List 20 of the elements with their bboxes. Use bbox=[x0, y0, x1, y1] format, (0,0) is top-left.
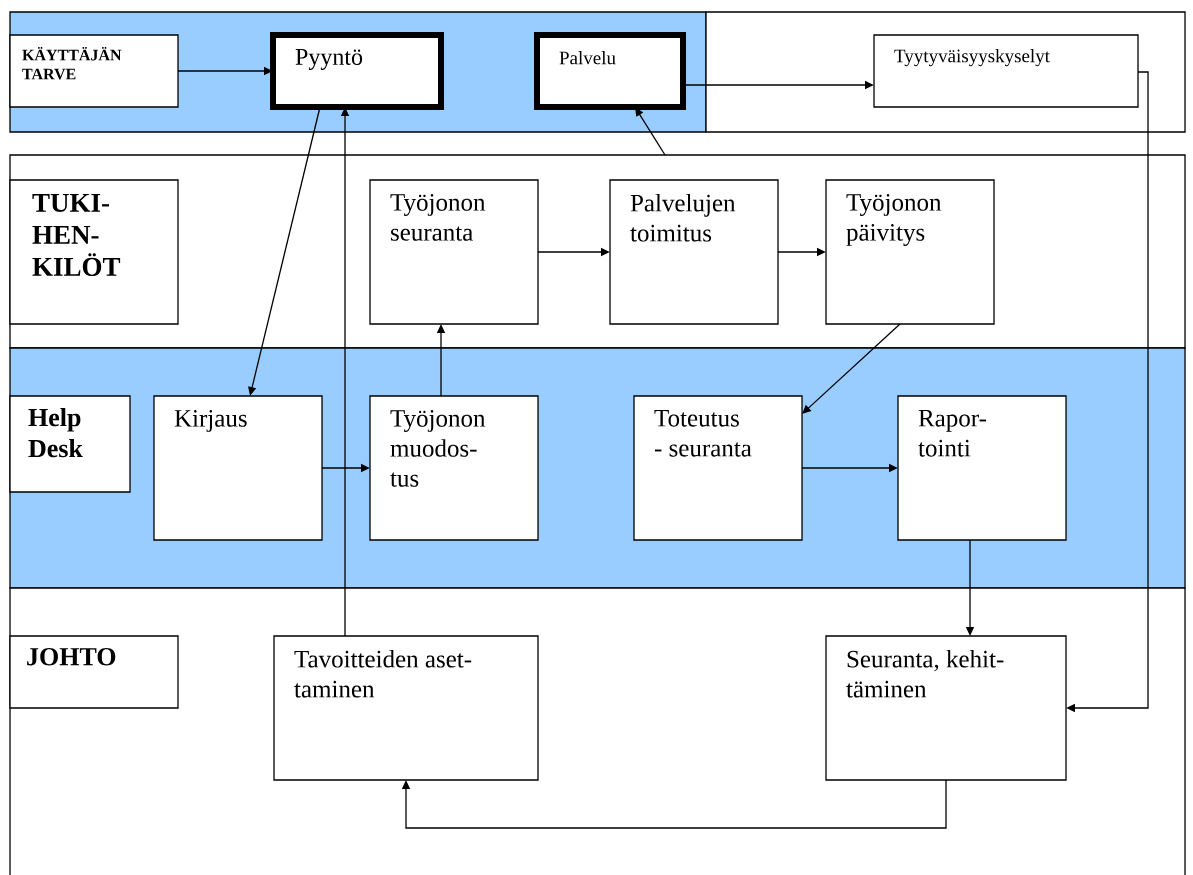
process-box: Työjonon muodos- tus bbox=[369, 395, 539, 541]
process-box: TUKI- HEN- KILÖT bbox=[9, 179, 179, 325]
process-box: Palvelu bbox=[534, 32, 686, 110]
process-box: Pyyntö bbox=[270, 32, 444, 110]
process-box: Help Desk bbox=[9, 395, 131, 493]
process-box: KÄYTTÄJÄN TARVE bbox=[9, 34, 179, 108]
arrow bbox=[802, 323, 901, 414]
arrow bbox=[635, 107, 666, 156]
process-box: Palvelujen toimitus bbox=[609, 179, 779, 325]
process-box: Seuranta, kehit- täminen bbox=[825, 635, 1067, 781]
process-box: Kirjaus bbox=[153, 395, 323, 541]
process-box: JOHTO bbox=[9, 635, 179, 709]
process-box: Rapor- tointi bbox=[897, 395, 1067, 541]
process-box: Tavoitteiden aset- taminen bbox=[273, 635, 539, 781]
process-box: Työjonon päivitys bbox=[825, 179, 995, 325]
arrow bbox=[1066, 71, 1149, 713]
process-box: Tyytyväisyyskyselyt bbox=[873, 34, 1139, 108]
process-box: Työjonon seuranta bbox=[369, 179, 539, 325]
process-box: Toteutus - seuranta bbox=[633, 395, 803, 541]
arrow bbox=[401, 779, 947, 829]
